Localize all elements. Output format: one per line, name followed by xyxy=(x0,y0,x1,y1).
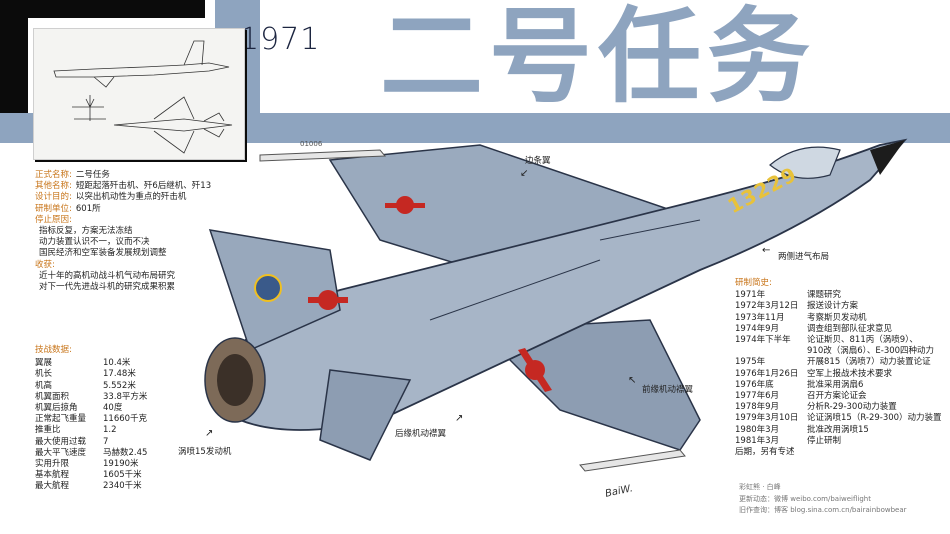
specs-heading: 技战数据: xyxy=(35,345,72,355)
national-insignia xyxy=(308,196,552,392)
stop-heading: 停止原因: xyxy=(35,214,72,225)
harvest-item: 对下一代先进战斗机的研究成果积累 xyxy=(39,282,176,293)
missile-top xyxy=(259,149,387,162)
stop-reason: 动力装置认识不一，议而不决 xyxy=(39,237,150,248)
info-row: 设计目的:以突出机动性为重点的歼击机 xyxy=(35,192,187,203)
stop-reason: 国民经济和空军装备发展规划调整 xyxy=(39,248,167,259)
year-label: 1971 xyxy=(240,22,321,57)
info-row: 正式名称:二号任务 xyxy=(35,170,110,180)
history-row: 1974年下半年论证斯贝、811丙（涡喷9）、 xyxy=(735,335,918,346)
harvest-heading: 收获: xyxy=(35,259,55,270)
history-row: 1977年6月召开方案论证会 xyxy=(735,391,867,402)
arrow-icon: ← xyxy=(762,245,771,256)
history-row: 1974年9月调查组到部队征求意见 xyxy=(735,323,893,334)
stop-reason: 指标反复，方案无法冻结 xyxy=(39,226,133,237)
history-heading: 研制简史: xyxy=(735,278,772,288)
history-row: 1975年开展815（涡喷7）动力装置论证 xyxy=(735,357,931,368)
history-row: 1981年3月停止研制 xyxy=(735,435,842,446)
info-items: 正式名称:二号任务 其他名称:短距起落歼击机、歼6后继机、歼13 设计目的:以突… xyxy=(35,170,275,215)
unit-badge xyxy=(254,274,282,302)
callout-strake: 边条翼 xyxy=(525,156,551,166)
history-row: 1978年9月分析R-29-300动力装置 xyxy=(735,402,897,413)
engine-nozzle-inner xyxy=(217,354,253,406)
history-row: 后期，另有专述 xyxy=(735,447,795,458)
history-row: 1976年底批准采用涡扇6 xyxy=(735,379,864,390)
callout-engine: 涡喷15发动机 xyxy=(178,447,232,457)
nose-mark: 01006 xyxy=(300,140,323,148)
history-block: 研制简史: 1971年课题研究 1972年3月12日报送设计方案 1973年11… xyxy=(735,278,945,458)
history-row: 1979年3月10日论证涡喷15（R-29-300）动力装置 xyxy=(735,413,942,424)
info-block: 正式名称:二号任务 其他名称:短距起落歼击机、歼6后继机、歼13 设计目的:以突… xyxy=(35,170,275,293)
arrow-icon: ↙ xyxy=(520,168,529,179)
missile-bottom xyxy=(579,449,686,472)
page-title: 二号任务 xyxy=(380,0,816,117)
credit-blog: 旧作查询：博客 blog.sina.com.cn/bairainbowbear xyxy=(739,506,907,514)
callout-inlets: 两侧进气布局 xyxy=(778,252,830,262)
history-row: 1972年3月12日报送设计方案 xyxy=(735,301,859,312)
three-view-panel xyxy=(33,28,245,160)
callout-te-flaps: 后缘机动襟翼 xyxy=(395,429,447,439)
history-row: 1976年1月26日空军上报战术技术要求 xyxy=(735,368,893,379)
spec-row: 最大平飞速度马赫数2.45 xyxy=(35,447,148,458)
arrow-icon: ↖ xyxy=(628,375,637,386)
nose-tip xyxy=(870,140,905,175)
history-row: 1971年课题研究 xyxy=(735,290,842,301)
horizontal-tail xyxy=(319,369,412,461)
harvest-item: 近十年的高机动战斗机气动布局研究 xyxy=(39,270,176,281)
arrow-icon: ↗ xyxy=(205,428,214,439)
history-row: 910改（涡扇6）、E-300四种动力 xyxy=(807,346,935,357)
lower-wing xyxy=(478,319,701,451)
arrow-icon: ↗ xyxy=(455,413,464,424)
history-row: 1980年3月批准改用涡喷15 xyxy=(735,424,869,435)
canopy xyxy=(769,146,841,179)
aircraft-drawing xyxy=(204,138,908,472)
info-row: 研制单位:601所 xyxy=(35,203,101,214)
credit-weibo: 更新动态：微博 weibo.com/baiweiflight xyxy=(739,495,871,503)
aircraft-illustration: 13229 01006 xyxy=(180,120,920,530)
callout-le-flaps: 前缘机动襟翼 xyxy=(642,385,694,395)
history-row: 1973年11月考察斯贝发动机 xyxy=(735,312,867,323)
info-row: 其他名称:短距起落歼击机、歼6后继机、歼13 xyxy=(35,181,212,192)
top-black-bar xyxy=(0,0,205,18)
credit-author: 彩虹熊 · 白峰 xyxy=(739,483,781,491)
three-view-drawing xyxy=(53,40,233,154)
